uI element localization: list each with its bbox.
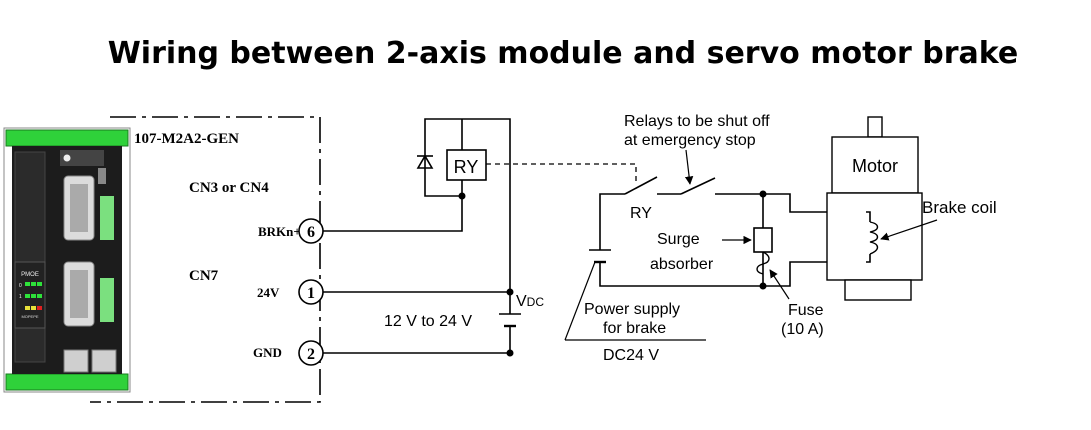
relays-note-arrow <box>684 149 694 185</box>
panel-sublabel: MOPEPE <box>21 314 38 319</box>
relay-mechanical-link <box>486 163 637 183</box>
vdc-sub: DC <box>527 295 545 309</box>
emergency-contact <box>680 177 716 195</box>
row-label-0: 0 <box>19 283 22 289</box>
power-supply-line2: for brake <box>603 320 666 337</box>
fuse-label-line2: (10 A) <box>781 321 824 338</box>
pin-1: 1 <box>298 279 324 305</box>
wire-brkn <box>323 196 463 232</box>
panel-label: PMOE <box>21 272 39 278</box>
module-device: PMOE 0 1 MOPEPE <box>3 127 131 393</box>
pin-label-brkn: BRKn+ <box>258 224 301 239</box>
vdc-source <box>499 292 521 353</box>
fuse-arrow <box>769 269 790 300</box>
module-model-label: 107-M2A2-GEN <box>134 131 239 147</box>
diagram-title: Wiring between 2-axis module and servo m… <box>108 36 1019 71</box>
battery-icon <box>589 249 763 287</box>
brake-circuit-left <box>599 193 625 250</box>
voltage-range-label: 12 V to 24 V <box>384 313 472 330</box>
pin-number-1: 1 <box>307 285 315 302</box>
pin-number-2: 2 <box>307 346 315 363</box>
brake-coil-arrow <box>880 219 938 241</box>
vdc-label: VDC <box>516 293 544 310</box>
surge-label-line2: absorber <box>650 256 714 273</box>
brake-coil-leads <box>866 211 871 263</box>
surge-absorber <box>753 227 773 253</box>
relays-note-line1: Relays to be shut off <box>624 113 770 130</box>
fuse-icon <box>756 251 770 275</box>
connector-cn3-cn4-label: CN3 or CN4 <box>189 180 269 196</box>
surge-label-line1: Surge <box>657 231 700 248</box>
diode-icon <box>416 154 434 169</box>
pin-2: 2 <box>298 340 324 366</box>
relay-loop <box>424 118 511 292</box>
row-label-1: 1 <box>19 294 22 300</box>
pin-number-6: 6 <box>307 224 315 241</box>
power-supply-leader <box>564 261 596 341</box>
brake-coil-winding <box>869 221 879 255</box>
vdc-main: V <box>516 293 527 310</box>
motor-label: Motor <box>852 156 898 176</box>
pin-label-gnd: GND <box>253 345 282 360</box>
brake-coil-label: Brake coil <box>922 198 997 217</box>
motor-icon <box>826 116 923 301</box>
power-supply-line1: Power supply <box>584 301 680 318</box>
relay-coil-label: RY <box>454 157 479 177</box>
relay-coil <box>446 149 487 181</box>
connector-cn7-label: CN7 <box>189 268 219 284</box>
junction-gnd <box>506 349 514 357</box>
pin-6: 6 <box>298 218 324 244</box>
module-enclosure <box>90 116 321 403</box>
junction-top <box>759 190 767 198</box>
relay-contact-ry <box>624 176 658 195</box>
relays-note-line2: at emergency stop <box>624 132 756 149</box>
junction-24v <box>506 288 514 296</box>
fuse-label-line1: Fuse <box>788 302 824 319</box>
power-supply-line3: DC24 V <box>603 347 659 364</box>
junction-brkn <box>458 192 466 200</box>
relay-contact-label: RY <box>630 205 652 222</box>
pin-label-24v: 24V <box>257 285 280 300</box>
